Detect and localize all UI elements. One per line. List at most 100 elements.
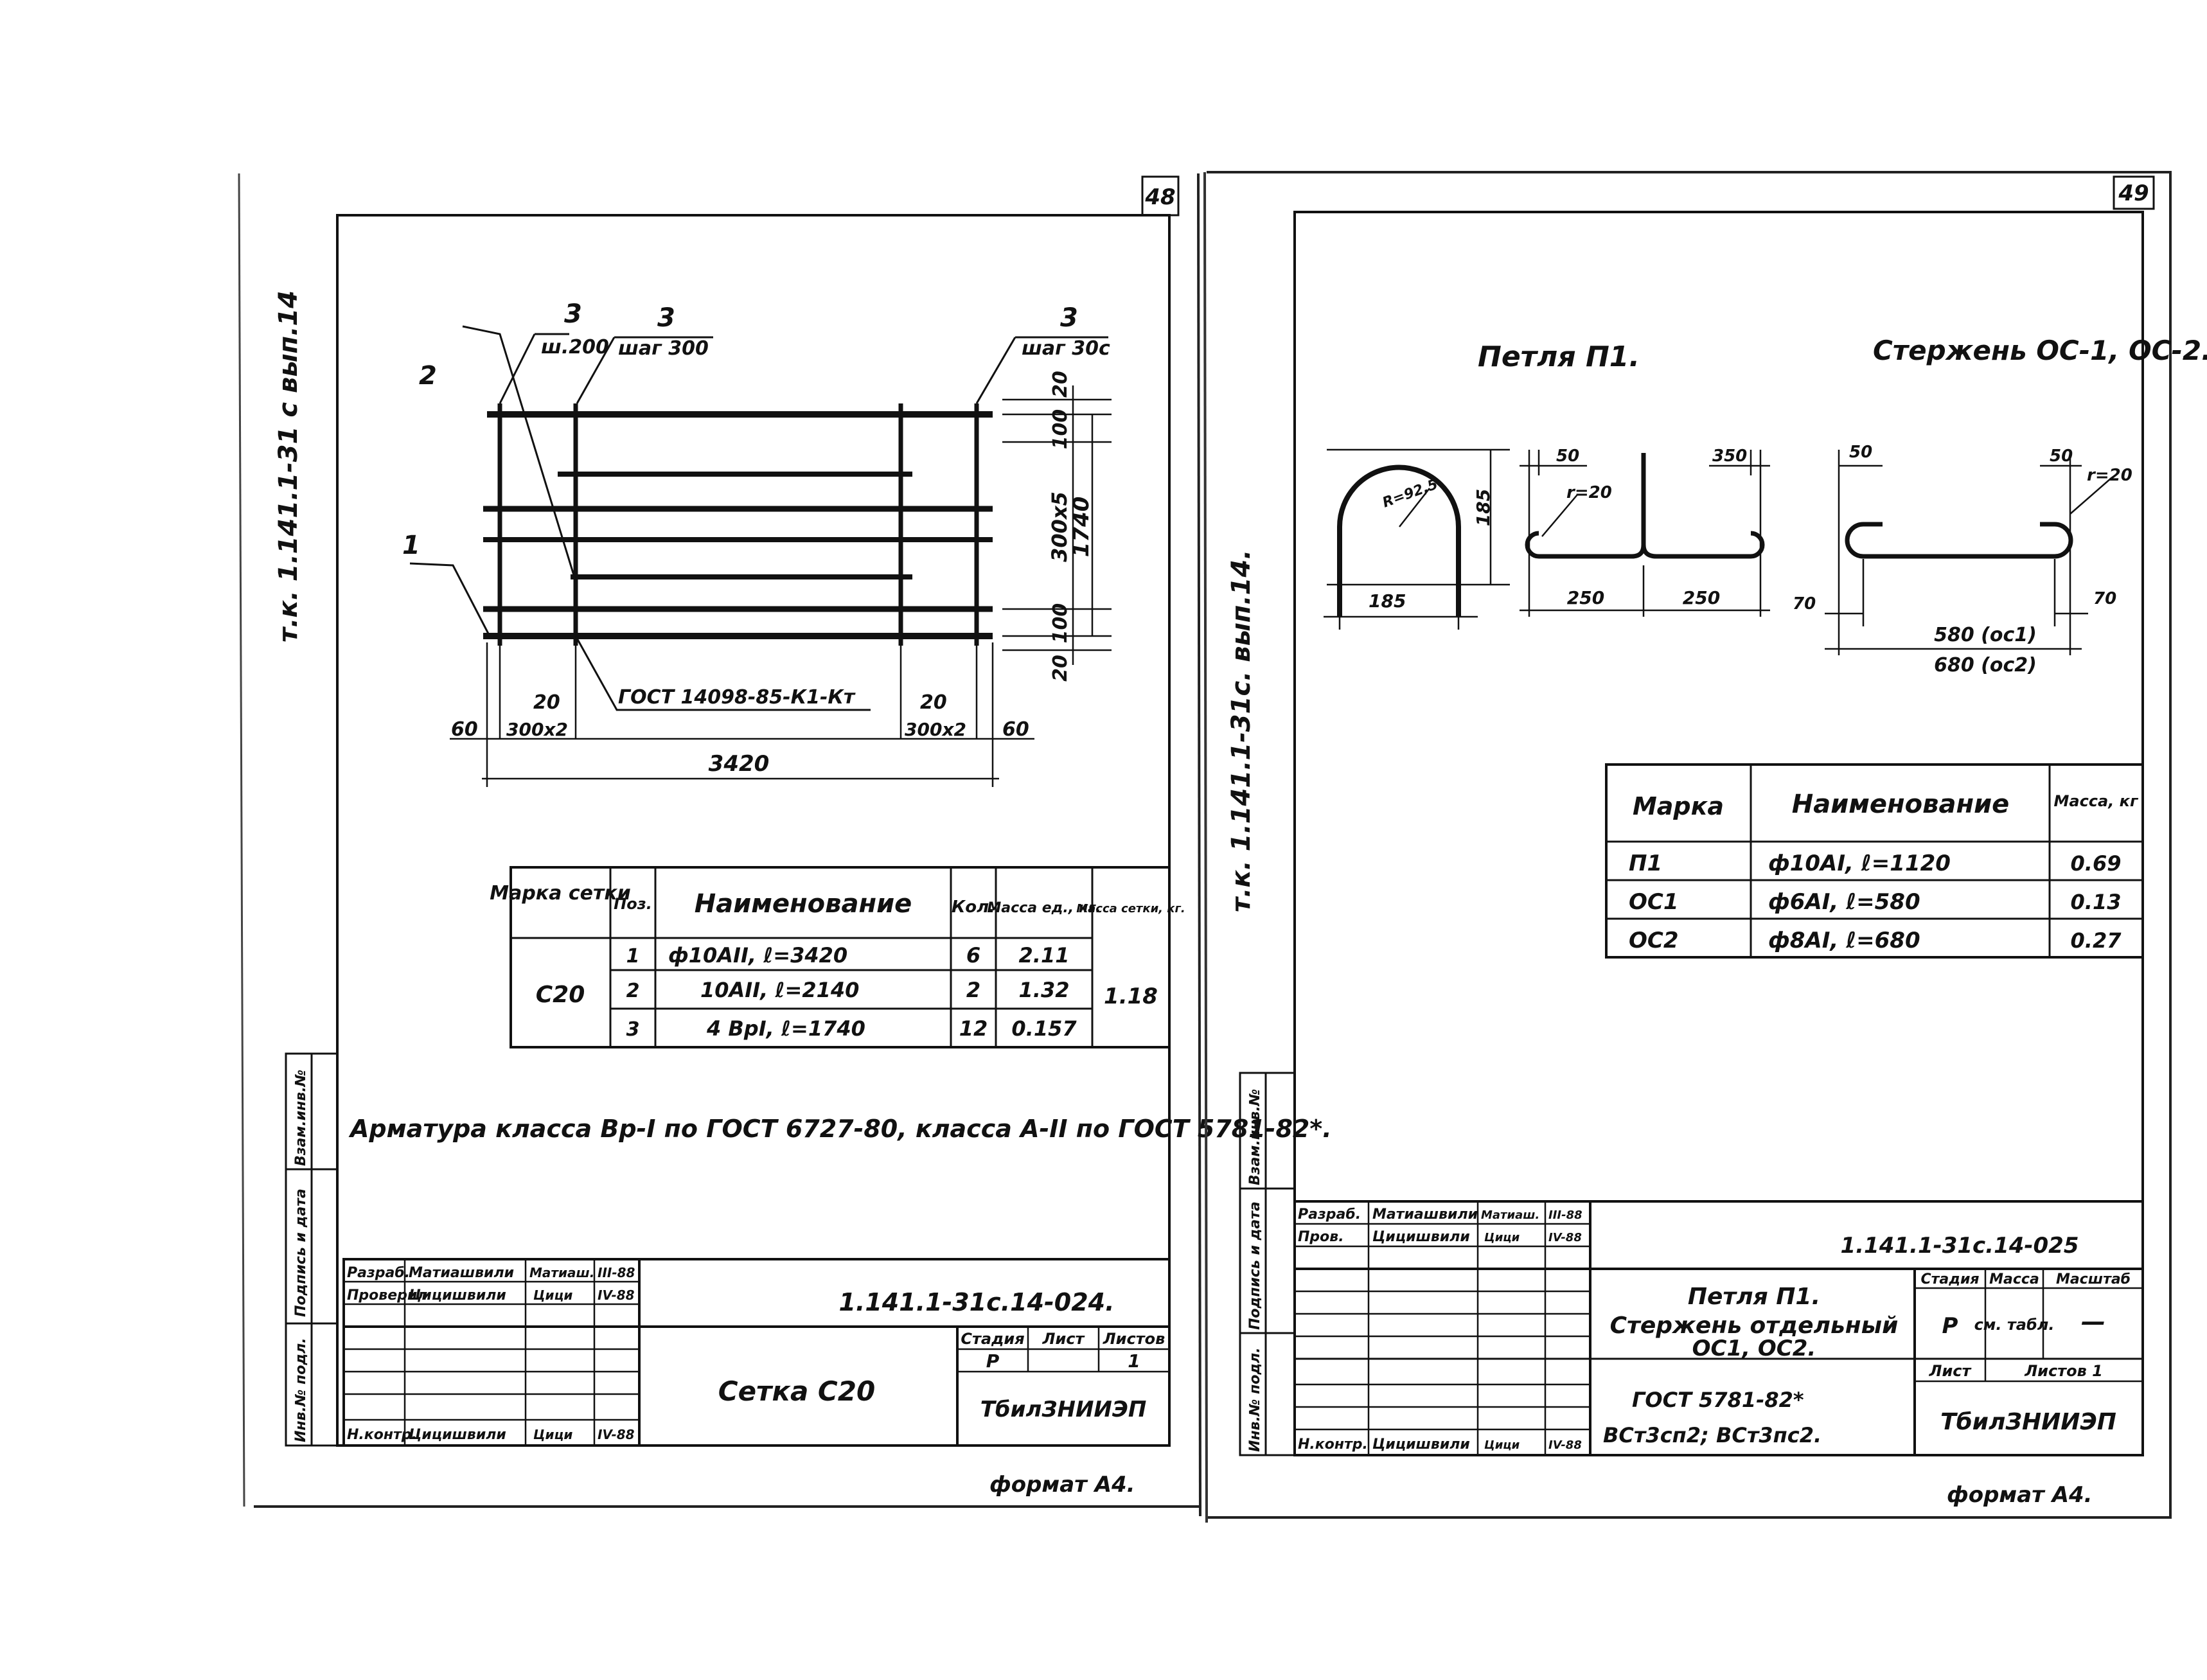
- right-tb-date-1: III-88: [1548, 1208, 1582, 1222]
- left-margin-strip: [285, 1052, 339, 1447]
- right-tb-gost: ГОСТ 5781-82*: [1632, 1388, 1804, 1412]
- right-table-row2-mass: 0.13: [2071, 890, 2122, 914]
- left-table-row2-name: 10АII, ℓ=2140: [700, 978, 859, 1002]
- right-sheet: 49 т.к. 1.141.1-31с. вып.14. Петля П1. С…: [1203, 171, 2207, 1523]
- right-table-row1-name: ф10АI, ℓ=1120: [1768, 851, 1951, 876]
- rod-os2-drawing: [1825, 450, 2111, 655]
- rod-os2-580-label: 580 (ос1): [1934, 624, 2037, 646]
- right-table-header-name: Наименование: [1792, 790, 2010, 819]
- left-table-header-mark-text: Марка сетки: [490, 882, 631, 905]
- right-margin-label-1: Взам.инв.№: [1247, 1089, 1263, 1185]
- left-tb-date-2: IV-88: [598, 1287, 635, 1303]
- left-table-row3-qty: 12: [959, 1016, 988, 1041]
- rod-os1-350-label: 350: [1712, 447, 1747, 466]
- right-tb-scale: —: [2081, 1307, 2105, 1336]
- rod-os1-drawing: [1520, 450, 1770, 617]
- loop-height-label: 185: [1473, 489, 1494, 526]
- left-tb-sheets: 1: [1128, 1350, 1140, 1372]
- rod-os2-70a-label: 70: [1793, 594, 1816, 614]
- right-table-row1-mark: П1: [1629, 851, 1662, 876]
- left-tb-role-1: Разраб.: [347, 1265, 410, 1281]
- left-tb-stage-header: Стадия: [961, 1330, 1024, 1348]
- right-tb-date-3: IV-88: [1548, 1438, 1582, 1452]
- rod-os1-r20-label: r=20: [1566, 483, 1612, 502]
- right-tb-name-3: Цицишвили: [1372, 1437, 1470, 1453]
- left-margin-label-3: Инв.№ подл.: [293, 1338, 309, 1442]
- left-tb-org: ТбилЗНИИЭП: [980, 1397, 1147, 1422]
- left-table-row1-name: ф10АII, ℓ=3420: [668, 943, 847, 968]
- left-tb-name-1: Матиашвили: [409, 1265, 514, 1281]
- dim-300x2-left: 300х2: [506, 719, 568, 740]
- left-page-edge-left: [238, 173, 245, 1507]
- mesh-step-label-3: шаг 30с: [1022, 337, 1110, 360]
- right-table-header-mark: Марка: [1633, 792, 1724, 820]
- right-tb-sign-3: Цици: [1484, 1438, 1520, 1452]
- left-table-header-unit-mass: Масса ед., кг.: [987, 900, 1101, 916]
- rod-os1-50-label: 50: [1556, 447, 1579, 466]
- left-sheet: 48 т.к. 1.141.1-31 с вып.14: [238, 173, 1332, 1517]
- left-margin-label-1: Взам.инв.№: [293, 1070, 309, 1166]
- mesh-callouts: [409, 325, 1108, 711]
- left-tb-title: Сетка С20: [718, 1375, 875, 1407]
- dim-20-top: 20: [1049, 371, 1072, 398]
- left-table-row3-name: 4 ВрI, ℓ=1740: [706, 1016, 865, 1041]
- right-tb-sheets-header: Листов 1: [2024, 1362, 2103, 1380]
- left-tb-date-1: III-88: [598, 1265, 635, 1280]
- left-rebar-note: Арматура класса Вр-I по ГОСТ 6727-80, кл…: [348, 1115, 1332, 1143]
- left-table-total-mass: 1.18: [1104, 984, 1158, 1009]
- left-table-header-mark: Марка сетки: [490, 882, 631, 905]
- right-heading-loop: Петля П1.: [1478, 340, 1640, 373]
- mesh-step-label-2: шаг 300: [618, 337, 709, 360]
- right-tb-org: ТбилЗНИИЭП: [1940, 1409, 2116, 1435]
- right-table-row2-name: ф6АI, ℓ=580: [1768, 889, 1920, 915]
- mesh-step-label-1: ш.200: [541, 336, 609, 358]
- dim-60-right: 60: [1002, 718, 1029, 741]
- left-table-row1-pos: 1: [626, 945, 640, 968]
- right-tb-steel: ВСт3сп2; ВСт3пс2.: [1603, 1423, 1821, 1447]
- mesh-callout-3b: 3: [657, 303, 675, 333]
- left-title-block: [342, 1258, 1171, 1447]
- left-spec-table: [510, 866, 1171, 1048]
- right-tb-title-line1: Петля П1.: [1688, 1284, 1820, 1310]
- right-tb-role-2: Пров.: [1298, 1229, 1344, 1245]
- right-margin-label-3: Инв.№ подл.: [1247, 1347, 1263, 1452]
- left-tb-stage: Р: [986, 1350, 1000, 1372]
- dim-100-bottom: 100: [1049, 603, 1072, 644]
- right-tb-name-2: Цицишвили: [1372, 1229, 1470, 1245]
- right-spec-table: [1605, 763, 2144, 959]
- left-table-header-mesh-mass: Масса сетки, кг.: [1076, 902, 1185, 915]
- left-tb-role-3: Н.контр.: [347, 1427, 417, 1443]
- left-table-row1-mass: 2.11: [1019, 943, 1070, 968]
- rod-os2-r20-label: r=20: [2087, 466, 2132, 485]
- right-format-label: формат А4.: [1947, 1482, 2093, 1508]
- right-tb-stage: Р: [1942, 1313, 1958, 1339]
- left-page-number: 48: [1144, 184, 1175, 210]
- left-table-header-pos: Поз.: [614, 895, 652, 913]
- left-table-mark: С20: [536, 982, 585, 1008]
- dim-300x2-right: 300х2: [905, 719, 966, 740]
- left-table-header-qty: Кол.: [952, 897, 995, 917]
- left-page-edge-right: [1197, 173, 1201, 1517]
- left-side-label: т.к. 1.141.1-31 с вып.14: [274, 290, 303, 642]
- right-tb-role-1: Разраб.: [1298, 1207, 1361, 1223]
- dim-60-left: 60: [451, 718, 478, 741]
- dim-300x5: 300х5: [1047, 491, 1072, 562]
- left-table-row2-qty: 2: [966, 978, 980, 1002]
- left-tb-name-3: Цицишвили: [409, 1427, 506, 1443]
- left-table-row1-qty: 6: [966, 943, 980, 968]
- right-tb-mass: см. табл.: [1974, 1316, 2055, 1334]
- left-tb-sign-1: Матиаш.: [529, 1265, 594, 1280]
- mesh-gost-note: ГОСТ 14098-85-К1-Кт: [618, 686, 856, 709]
- right-page-number-box: [2113, 175, 2155, 210]
- rod-os2-50a-label: 50: [1849, 443, 1872, 462]
- dim-1740: 1740: [1068, 497, 1094, 558]
- right-page-edge-left: [1203, 172, 1208, 1523]
- left-tb-name-2: Цицишвили: [409, 1287, 506, 1304]
- left-tb-role-2: Проверил: [347, 1287, 427, 1304]
- right-tb-scale-header: Масштаб: [2056, 1271, 2131, 1287]
- right-side-label: т.к. 1.141.1-31с. вып.14.: [1227, 550, 1256, 912]
- mesh-callout-3c: 3: [1060, 303, 1078, 333]
- right-tb-title-line3: ОС1, ОС2.: [1692, 1336, 1816, 1361]
- dim-20-left: 20: [533, 691, 560, 714]
- left-page-number-box: [1141, 175, 1180, 217]
